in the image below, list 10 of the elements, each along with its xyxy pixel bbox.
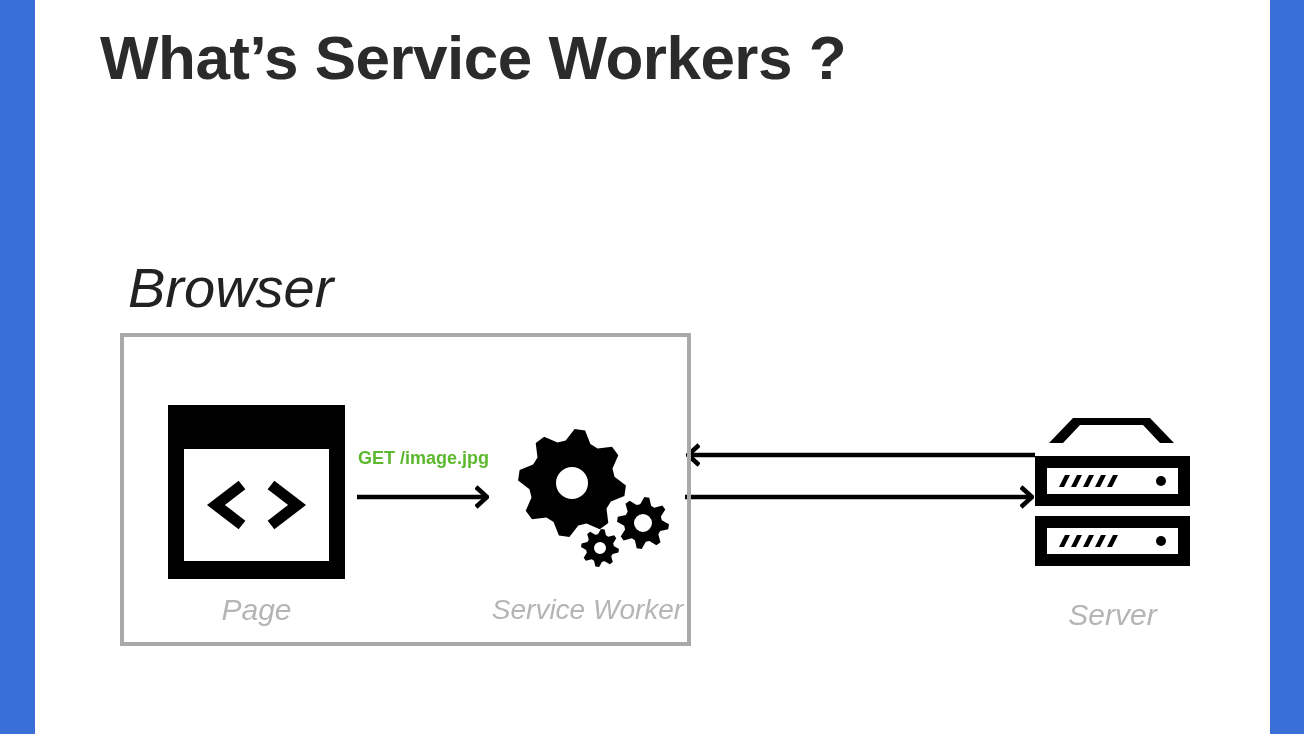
node-label: Page: [220, 593, 293, 627]
node-label: Server: [1067, 598, 1159, 632]
arrow: [685, 484, 1035, 510]
browser-heading: Browser: [128, 255, 334, 320]
title: What’s Service Workers ?: [100, 22, 847, 93]
edge-label: GET /image.jpg: [358, 448, 490, 469]
page-node: [168, 405, 345, 627]
arrow: [357, 484, 490, 510]
arrow: [685, 442, 1035, 468]
node-label: Service Worker: [490, 594, 685, 626]
